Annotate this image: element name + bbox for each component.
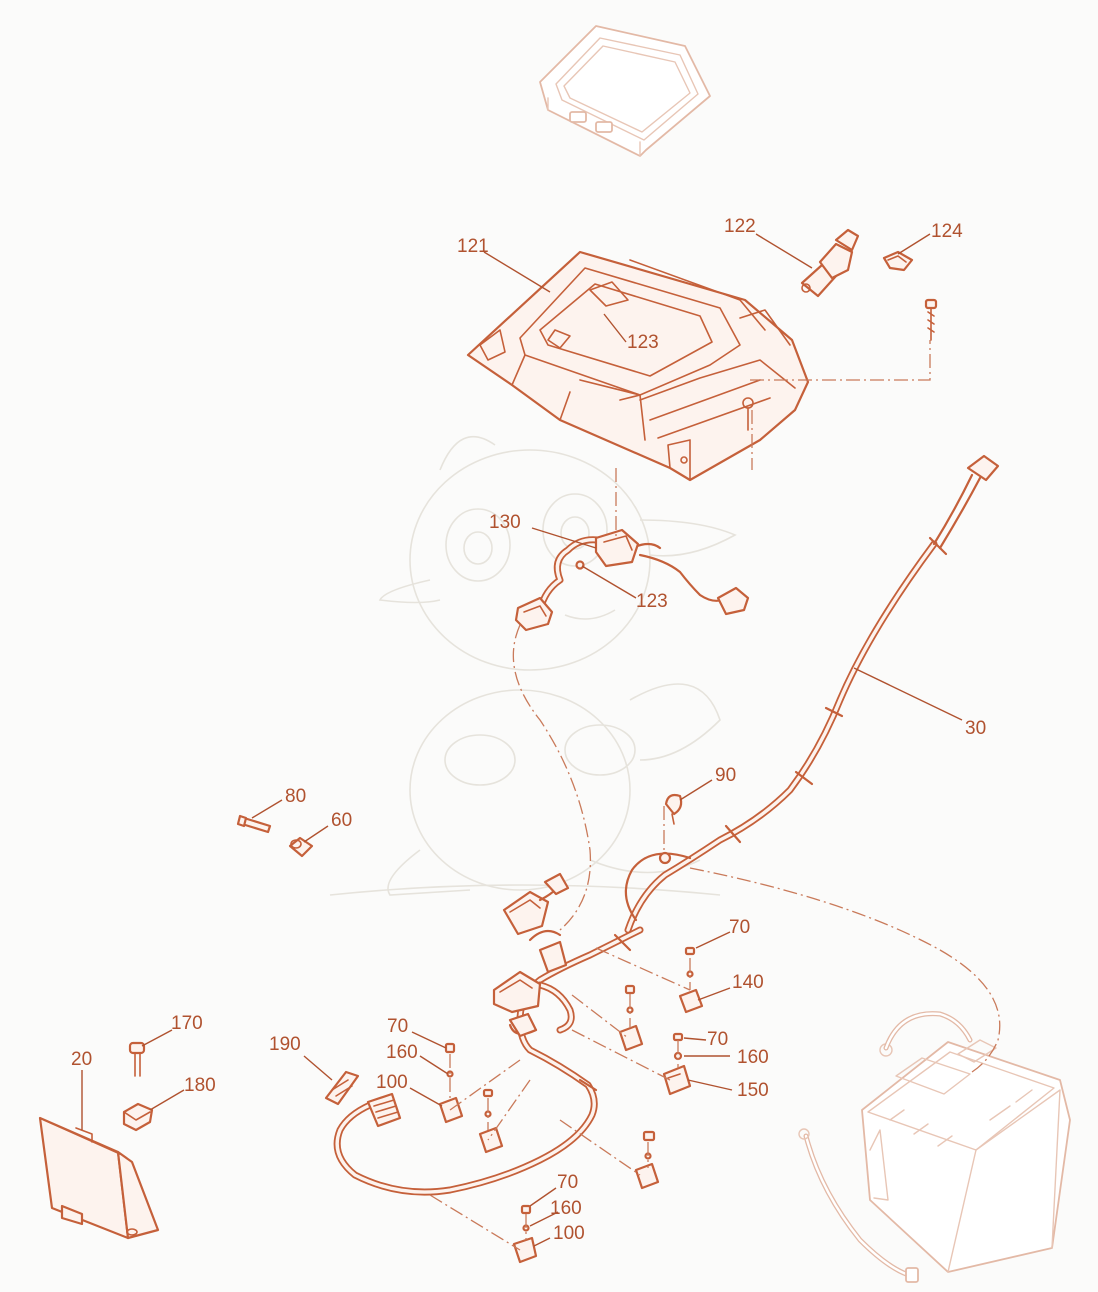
callout-30: 30: [965, 718, 986, 739]
fastener-group-right: [634, 1130, 660, 1190]
callout-123-mid: 123: [636, 591, 668, 612]
battery-cable: [624, 454, 1000, 934]
watermark-figure: [329, 435, 737, 896]
fastener-group-140: [678, 946, 704, 1014]
cable-clamp: [664, 793, 683, 825]
callout-190: 190: [269, 1034, 301, 1055]
callout-labels: 121 122 124 123 130 123 30 90 80 60 70 1…: [71, 216, 986, 1244]
callout-121: 121: [457, 236, 489, 257]
callout-70-b: 70: [707, 1029, 728, 1050]
fastener-group-100b: [512, 1204, 538, 1264]
callout-80: 80: [285, 786, 306, 807]
callout-70-a: 70: [729, 917, 750, 938]
callout-160-b: 160: [386, 1042, 418, 1063]
bracket-clip: [122, 1102, 154, 1132]
harness-connector: [324, 1070, 360, 1106]
spacer: [288, 836, 314, 858]
callout-60: 60: [331, 810, 352, 831]
callout-140: 140: [732, 972, 764, 993]
sub-harness: [514, 528, 750, 632]
fastener-group-mid: [618, 984, 644, 1052]
battery-ghost: [798, 1011, 1071, 1283]
callout-160-c: 160: [550, 1198, 582, 1219]
callout-122: 122: [724, 216, 756, 237]
callout-160-a: 160: [737, 1047, 769, 1068]
clip-ring: [882, 250, 914, 272]
callout-20: 20: [71, 1049, 92, 1070]
callout-100-a: 100: [376, 1072, 408, 1093]
callout-90: 90: [715, 765, 736, 786]
callout-70-d: 70: [557, 1172, 578, 1193]
callout-170: 170: [171, 1013, 203, 1034]
leader-lines: [81, 233, 963, 1247]
fastener-group-150: [662, 1032, 692, 1096]
bracket-bolt: [128, 1041, 146, 1077]
callout-150: 150: [737, 1080, 769, 1101]
ignition-switch: [800, 228, 860, 298]
pin-bolt: [236, 814, 272, 834]
callout-100-b: 100: [553, 1223, 585, 1244]
cover-lid-ghost: [539, 25, 711, 157]
main-harness: [333, 872, 644, 1196]
mounting-screw: [924, 298, 938, 341]
callout-123-top: 123: [627, 332, 659, 353]
callout-130: 130: [489, 512, 521, 533]
control-housing: [466, 250, 810, 482]
callout-70-c: 70: [387, 1016, 408, 1037]
alignment-lines: [429, 340, 1001, 1251]
callout-124: 124: [931, 221, 963, 242]
fastener-group-100a: [438, 1042, 464, 1124]
fastener-group-lower: [478, 1088, 504, 1154]
mounting-bracket: [38, 1116, 160, 1240]
callout-180: 180: [184, 1075, 216, 1096]
